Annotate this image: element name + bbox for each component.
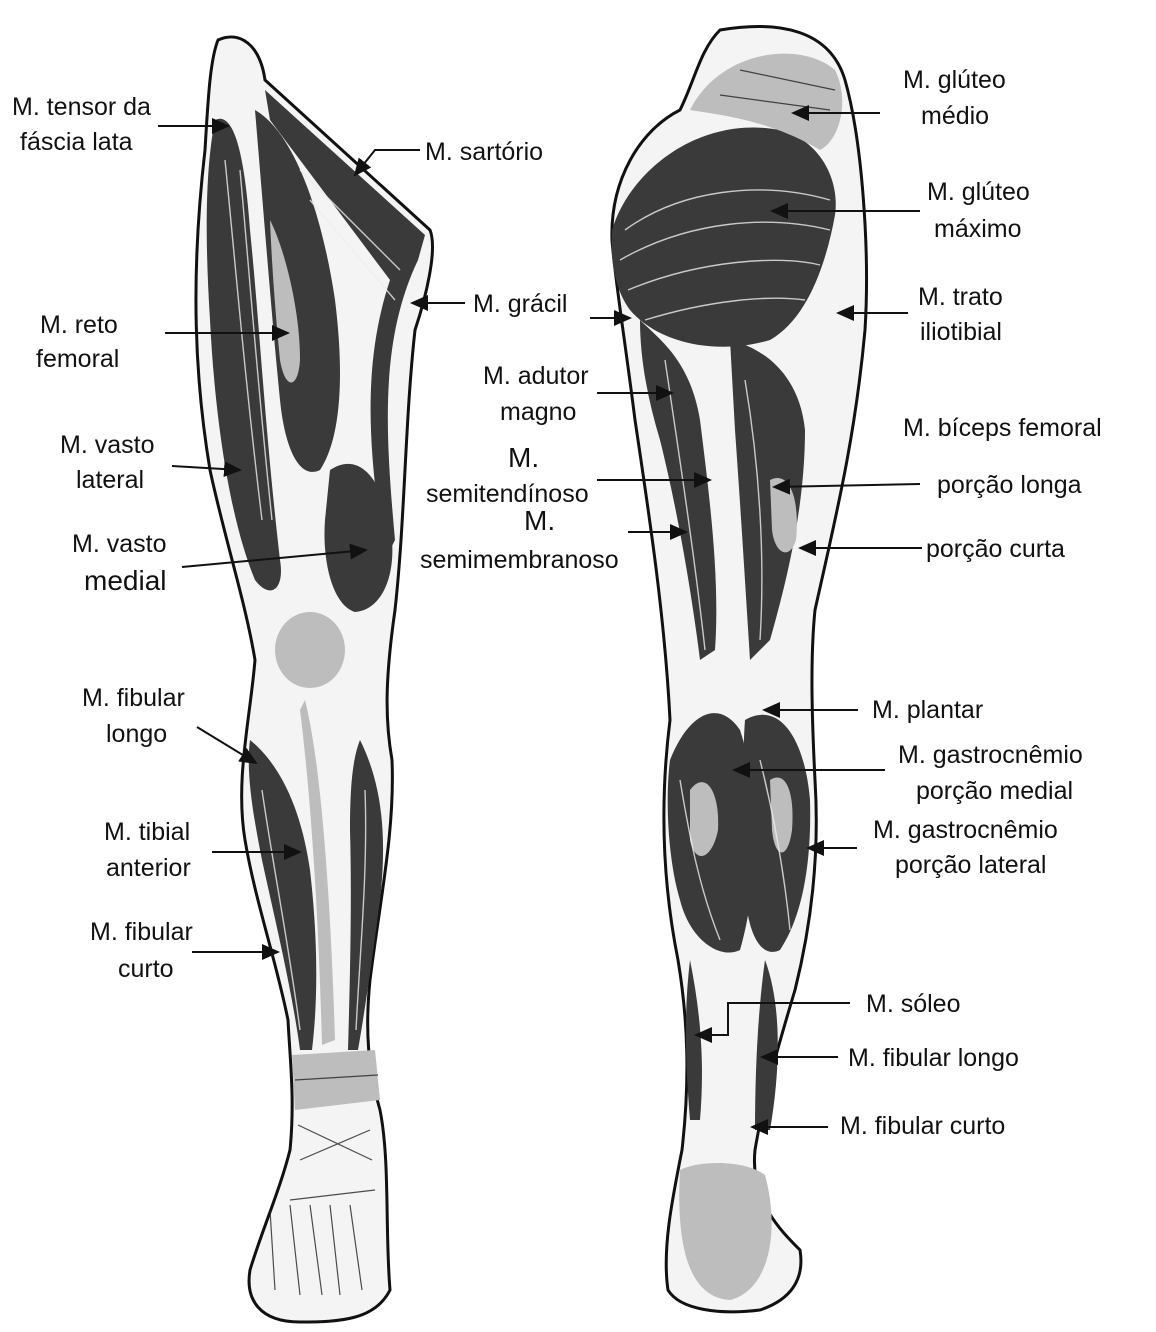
label-fibular-longo-2: longo (106, 720, 167, 748)
label-plantar: M. plantar (872, 696, 983, 724)
label-fibular-longo-post: M. fibular longo (848, 1044, 1019, 1072)
label-porcao-longa: porção longa (937, 471, 1082, 499)
label-gluteo-maximo-1: M. glúteo (927, 178, 1030, 206)
label-semimembranoso-1: M. (524, 505, 555, 536)
label-gluteo-maximo-2: máximo (934, 215, 1022, 243)
label-tibial-anterior-1: M. tibial (104, 818, 190, 846)
label-vasto-lateral-2: lateral (76, 466, 144, 494)
label-adutor-magno-1: M. adutor (483, 362, 589, 390)
posterior-leg-illustration (612, 27, 867, 1312)
label-gluteo-medio-1: M. glúteo (903, 66, 1006, 94)
label-gluteo-medio-2: médio (921, 102, 989, 130)
label-semitendinoso-1: M. (508, 442, 539, 473)
label-gastrocnemio-medial-1: M. gastrocnêmio (898, 741, 1083, 769)
label-fibular-curto-1: M. fibular (90, 918, 193, 946)
label-reto-femoral-1: M. reto (40, 311, 118, 339)
label-semitendinoso-2: semitendínoso (426, 480, 589, 508)
label-tensor-fascia-lata-2: fáscia lata (20, 128, 133, 156)
anterior-leg-illustration (196, 37, 433, 1322)
label-adutor-magno-2: magno (500, 398, 576, 426)
label-gracil: M. grácil (473, 290, 567, 318)
label-fibular-curto-2: curto (118, 955, 174, 983)
label-gastrocnemio-lateral-2: porção lateral (895, 851, 1046, 879)
label-reto-femoral-2: femoral (36, 345, 119, 373)
label-vasto-medial-1: M. vasto (72, 530, 166, 558)
label-gastrocnemio-lateral-1: M. gastrocnêmio (873, 816, 1058, 844)
label-tensor-fascia-lata-1: M. tensor da (12, 93, 151, 121)
label-sartorio: M. sartório (425, 138, 543, 166)
label-vasto-lateral-1: M. vasto (60, 431, 154, 459)
label-trato-iliotibial-1: M. trato (918, 283, 1003, 311)
label-vasto-medial-2: medial (84, 565, 166, 596)
label-gastrocnemio-medial-2: porção medial (916, 777, 1073, 805)
label-fibular-longo-1: M. fibular (82, 684, 185, 712)
label-fibular-curto-post: M. fibular curto (840, 1112, 1005, 1140)
label-porcao-curta: porção curta (926, 535, 1065, 563)
label-soleo: M. sóleo (866, 990, 960, 1018)
label-biceps-femoral: M. bíceps femoral (903, 414, 1102, 442)
label-tibial-anterior-2: anterior (106, 854, 191, 882)
label-trato-iliotibial-2: iliotibial (920, 318, 1002, 346)
label-semimembranoso-2: semimembranoso (420, 546, 619, 574)
